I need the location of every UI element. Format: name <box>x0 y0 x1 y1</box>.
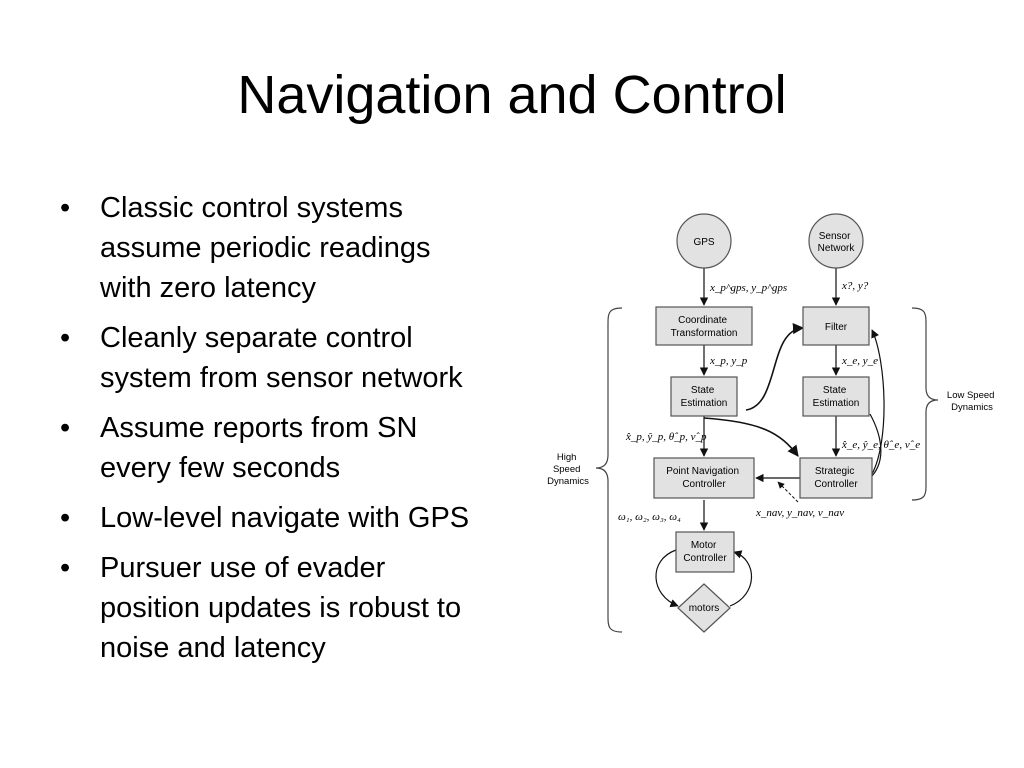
motor-controller-box <box>675 531 735 573</box>
right-estimate-label: x̂_e, ŷ_e, θ̂_e, ν̂_e <box>841 439 920 451</box>
sensor-network-circle <box>808 213 864 269</box>
bullet-dot: • <box>60 192 71 224</box>
state-estimation-left-node: State Estimation <box>670 376 738 417</box>
bullet-line: Classic control systems <box>100 192 403 224</box>
sensor-network-node: Sensor Network <box>808 213 864 269</box>
point-navigation-controller-label: Point Navigation Controller <box>666 466 742 490</box>
bullet-line: Low-level navigate with GPS <box>100 502 470 534</box>
edge-nav-input <box>777 481 799 503</box>
coordinate-transformation-label: Coordinate Transformation <box>671 315 738 339</box>
point-navigation-controller-node: Point Navigation Controller <box>653 457 755 499</box>
strategic-controller-node: Strategic Controller <box>799 457 873 499</box>
gps-node: GPS <box>676 213 732 269</box>
high-speed-label: High Speed Dynamics <box>547 452 589 487</box>
state-estimation-right-node: State Estimation <box>802 376 870 417</box>
bullet-list: • Classic control systems assume periodi… <box>58 188 548 678</box>
bullet-line: assume periodic readings <box>100 232 431 264</box>
state-estimation-left-label: State Estimation <box>681 385 728 409</box>
low-speed-label: Low Speed Dynamics <box>947 390 997 413</box>
omega-label: ω₁, ω₂, ω₃, ω₄ <box>618 511 681 523</box>
bullet-line: position updates is robust to <box>100 592 462 624</box>
motor-controller-node: Motor Controller <box>675 531 735 573</box>
gps-output-label: x_p^gps, y_p^gps <box>709 282 787 294</box>
edge-motor-loop-left <box>655 549 679 608</box>
high-speed-brace <box>595 307 623 633</box>
filter-node: Filter <box>802 306 870 346</box>
bullet-line: noise and latency <box>100 632 326 664</box>
gps-label: GPS <box>693 237 714 248</box>
strategic-controller-label: Strategic Controller <box>814 466 858 490</box>
filter-output-label: x_e, y_e <box>841 355 878 367</box>
edge-state-to-filter <box>745 323 805 411</box>
state-estimation-right-label: State Estimation <box>813 385 860 409</box>
bullet-line: every few seconds <box>100 452 341 484</box>
filter-box <box>802 306 870 346</box>
strategic-controller-box <box>799 457 873 499</box>
left-estimate-label: x̂_p, ŷ_p, θ̂_p, ν̂_p <box>625 431 707 443</box>
filter-label: Filter <box>825 322 848 333</box>
motor-controller-label: Motor Controller <box>683 540 727 564</box>
bullet-dot: • <box>60 412 71 444</box>
point-navigation-controller-box <box>653 457 755 499</box>
bullet-line: Cleanly separate control <box>100 322 413 354</box>
bullet-item: • Assume reports from SN every few secon… <box>58 408 548 488</box>
bullet-item: • Cleanly separate control system from s… <box>58 318 548 398</box>
nav-input-label: x_nav, y_nav, ν_nav <box>755 507 844 519</box>
motors-label: motors <box>689 603 720 614</box>
motors-diamond <box>677 583 731 633</box>
sensor-output-label: x?, y? <box>841 280 869 292</box>
motors-node: motors <box>677 583 731 633</box>
slide-title: Navigation and Control <box>237 65 787 125</box>
sensor-network-label: Sensor Network <box>818 231 856 254</box>
coordinate-transformation-box <box>655 306 753 346</box>
edge-state-to-strategic <box>703 417 799 457</box>
bullet-dot: • <box>60 322 71 354</box>
bullet-item: • Classic control systems assume periodi… <box>58 188 548 308</box>
low-speed-brace <box>911 307 939 501</box>
edge-motor-loop-right <box>729 550 753 607</box>
bullet-item: • Low-level navigate with GPS <box>58 498 548 538</box>
bullet-dot: • <box>60 552 71 584</box>
bullet-line: with zero latency <box>100 272 316 304</box>
bullet-line: Pursuer use of evader <box>100 552 386 584</box>
coord-output-label: x_p, y_p <box>709 355 748 367</box>
bullet-line: system from sensor network <box>100 362 463 394</box>
gps-circle <box>676 213 732 269</box>
bullet-item: • Pursuer use of evader position updates… <box>58 548 548 668</box>
bullet-dot: • <box>60 502 71 534</box>
edge-sc-to-filter <box>871 329 885 475</box>
state-estimation-left-box <box>670 376 738 417</box>
bullet-line: Assume reports from SN <box>100 412 418 444</box>
state-estimation-right-box <box>802 376 870 417</box>
coordinate-transformation-node: Coordinate Transformation <box>655 306 753 346</box>
